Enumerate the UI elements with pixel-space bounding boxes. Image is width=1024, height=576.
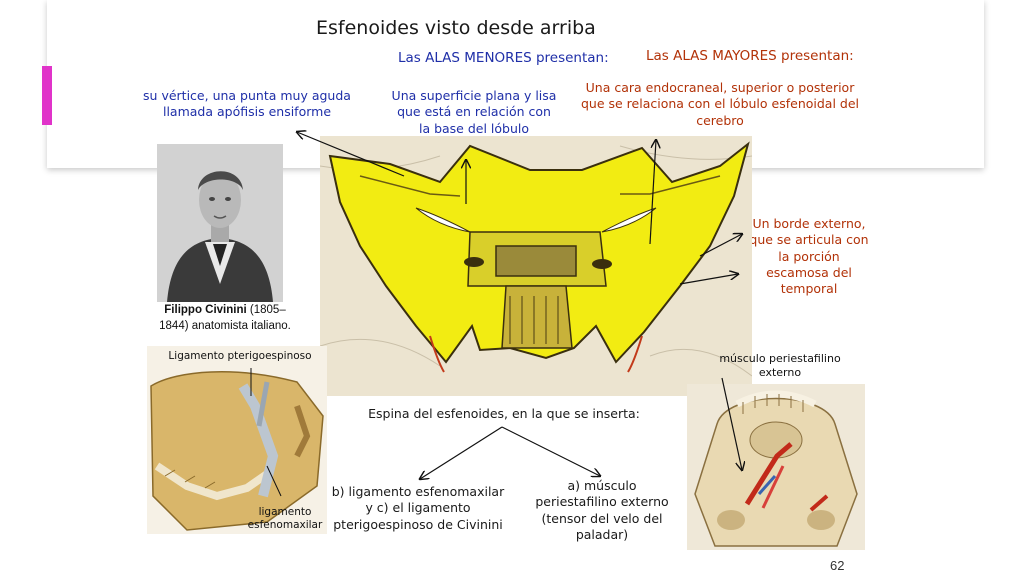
note-musculo-line3: (tensor del velo del	[541, 510, 663, 526]
note-ligamento-line3: pterigoespinoso de Civinini	[333, 516, 503, 532]
note-musculo: a) músculo periestafilino externo (tenso…	[528, 478, 676, 543]
note-vertice-line1: su vértice, una punta muy aguda	[143, 88, 351, 103]
sphenoid-image	[320, 136, 752, 396]
sphenoid-drawing	[320, 136, 752, 396]
note-vertice: su vértice, una punta muy aguda llamada …	[140, 88, 354, 121]
note-borde-externo: Un borde externo, que se articula con la…	[744, 216, 874, 297]
note-borde-line2: que se articula con	[749, 232, 869, 248]
note-cara-line3: cerebro	[696, 112, 744, 128]
note-superficie-line1: Una superficie plana y lisa	[391, 88, 557, 103]
label-musculo-peri: músculo periestafilino externo	[705, 352, 855, 380]
note-musculo-line4: paladar)	[575, 526, 629, 542]
note-musculo-line1: a) músculo	[567, 478, 637, 493]
note-borde-line5: temporal	[780, 281, 838, 296]
note-ligamento: b) ligamento esfenomaxilar y c) el ligam…	[328, 484, 508, 533]
portrait-name: Filippo Civinini	[164, 304, 247, 316]
label-ligamento-pterigo: Ligamento pterigoespinoso	[168, 350, 312, 362]
note-borde-line4: escamosa del	[766, 264, 852, 280]
note-cara-line1: Una cara endocraneal, superior o posteri…	[585, 80, 855, 95]
accent-bar	[42, 66, 52, 125]
note-borde-line1: Un borde externo,	[752, 216, 866, 231]
note-superficie-line3: la base del lóbulo	[418, 120, 530, 136]
header-alas-menores: Las ALAS MENORES presentan:	[398, 50, 609, 66]
arrow-espina-right	[501, 426, 600, 476]
note-ligamento-line1: b) ligamento esfenomaxilar	[331, 484, 505, 499]
header-alas-mayores: Las ALAS MAYORES presentan:	[646, 48, 854, 64]
note-superficie-line2: que está en relación con	[397, 104, 551, 120]
note-musculo-line2: periestafilino externo	[535, 494, 669, 510]
portrait-civinini	[157, 144, 283, 302]
skull-base-image	[687, 384, 865, 550]
portrait-drawing	[157, 144, 283, 302]
page-number: 62	[830, 558, 845, 573]
label-ligamento-esfeno-line2: esfenomaxilar	[247, 519, 323, 532]
slide-title: Esfenoides visto desde arriba	[316, 17, 596, 39]
note-vertice-line2: llamada apófisis ensiforme	[162, 104, 332, 120]
label-ligamento-esfeno-line1: ligamento	[258, 506, 312, 518]
portrait-caption: Filippo Civinini (1805– 1844) anatomista…	[146, 303, 304, 334]
ligament-drawing	[147, 346, 327, 534]
note-cara-line2: que se relaciona con el lóbulo esfenoida…	[580, 96, 860, 112]
note-ligamento-line2: y c) el ligamento	[365, 500, 471, 516]
portrait-dates-part2: 1844) anatomista italiano.	[159, 319, 291, 332]
label-musculo-peri-line1: músculo periestafilino	[719, 352, 841, 365]
arrow-espina-left	[420, 426, 503, 479]
skull-base-drawing	[687, 384, 865, 550]
label-musculo-peri-line2: externo	[758, 365, 802, 379]
note-espina: Espina del esfenoides, en la que se inse…	[368, 406, 640, 421]
note-cara-endocraneal: Una cara endocraneal, superior o posteri…	[570, 80, 870, 129]
portrait-dates-part1: (1805–	[249, 304, 286, 316]
ligament-image	[147, 346, 327, 534]
note-borde-line3: la porción	[778, 248, 840, 264]
label-ligamento-esfeno: ligamento esfenomaxilar	[240, 506, 330, 532]
